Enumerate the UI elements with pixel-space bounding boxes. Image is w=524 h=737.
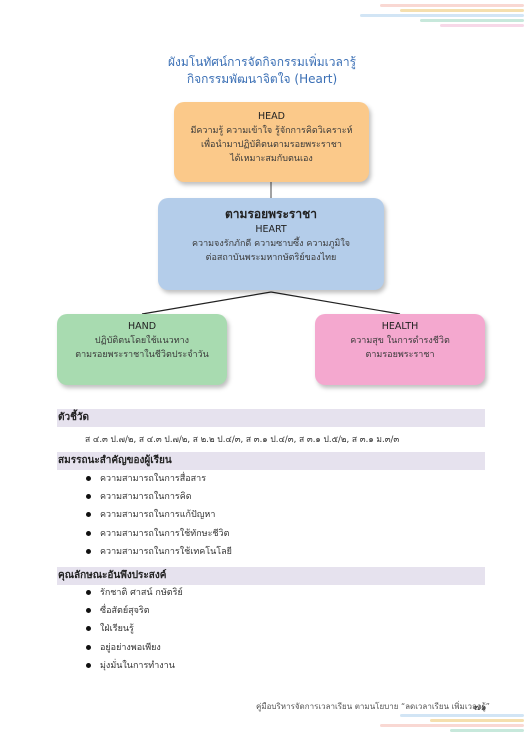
list-item: อยู่อย่างพอเพียง bbox=[86, 639, 183, 657]
hand-line: ตามรอยพระราชาในชีวิตประจำวัน bbox=[75, 350, 209, 360]
indicators-text: ส ๔.๓ ป.๗/๒, ส ๔.๓ ป.๗/๒, ส ๒.๒ ป.๔/๓, ส… bbox=[85, 435, 400, 445]
head-line: เพื่อนำมาปฏิบัติตนตามรอยพระราชา bbox=[201, 140, 342, 150]
head-line: ได้เหมาะสมกับตนเอง bbox=[230, 154, 313, 164]
heart-box: ตามรอยพระราชา HEART ความจงรักภักดี ความซ… bbox=[158, 198, 384, 290]
list-item: รักชาติ ศาสน์ กษัตริย์ bbox=[86, 584, 183, 602]
footer-text: คู่มือบริหารจัดการเวลาเรียน ตามนโยบาย “ล… bbox=[256, 702, 490, 711]
head-title: HEAD bbox=[258, 111, 285, 122]
page-subtitle: กิจกรรมพัฒนาจิตใจ (Heart) bbox=[186, 72, 338, 86]
heart-line: ต่อสถาบันพระมหากษัตริย์ของไทย bbox=[205, 253, 337, 263]
list-item: ความสามารถในการใช้เทคโนโลยี bbox=[86, 543, 232, 561]
top-right-decoration bbox=[0, 0, 524, 30]
page-title: ผังมโนทัศน์การจัดกิจกรรมเพิ่มเวลารู้ bbox=[167, 55, 357, 69]
bottom-right-decoration bbox=[0, 710, 524, 737]
indicators-heading: ตัวชี้วัด bbox=[57, 409, 485, 427]
health-line: ตามรอยพระราชา bbox=[365, 350, 435, 360]
heart-main-title: ตามรอยพระราชา bbox=[225, 207, 317, 221]
list-item: ความสามารถในการแก้ปัญหา bbox=[86, 506, 232, 524]
hand-line: ปฏิบัติตนโดยใช้แนวทาง bbox=[94, 336, 190, 346]
page-number: ๗๑ bbox=[474, 703, 487, 713]
list-item: มุ่งมั่นในการทำงาน bbox=[86, 657, 183, 675]
competencies-list: ความสามารถในการสื่อสาร ความสามารถในการคิ… bbox=[86, 470, 232, 561]
list-item: ซื่อสัตย์สุจริต bbox=[86, 602, 183, 620]
head-line: มีความรู้ ความเข้าใจ รู้จักการคิดวิเคราะ… bbox=[190, 126, 353, 136]
list-item: ความสามารถในการใช้ทักษะชีวิต bbox=[86, 525, 232, 543]
list-item: ใฝ่เรียนรู้ bbox=[86, 620, 183, 638]
list-item: ความสามารถในการสื่อสาร bbox=[86, 470, 232, 488]
hand-title: HAND bbox=[127, 321, 157, 332]
health-box: HEALTH ความสุข ในการดำรงชีวิต ตามรอยพระร… bbox=[315, 314, 485, 385]
list-item: ความสามารถในการคิด bbox=[86, 488, 232, 506]
health-line: ความสุข ในการดำรงชีวิต bbox=[350, 336, 450, 346]
characteristics-heading: คุณลักษณะอันพึงประสงค์ bbox=[57, 567, 485, 585]
health-title: HEALTH bbox=[381, 321, 419, 332]
heart-line: ความจงรักภักดี ความซาบซึ้ง ความภูมิใจ bbox=[192, 239, 350, 249]
hand-box: HAND ปฏิบัติตนโดยใช้แนวทาง ตามรอยพระราชา… bbox=[57, 314, 227, 385]
characteristics-list: รักชาติ ศาสน์ กษัตริย์ ซื่อสัตย์สุจริต ใ… bbox=[86, 584, 183, 675]
competencies-heading: สมรรถนะสำคัญของผู้เรียน bbox=[57, 452, 485, 470]
heart-title: HEART bbox=[255, 224, 287, 235]
head-box: HEAD มีความรู้ ความเข้าใจ รู้จักการคิดวิ… bbox=[174, 102, 369, 182]
